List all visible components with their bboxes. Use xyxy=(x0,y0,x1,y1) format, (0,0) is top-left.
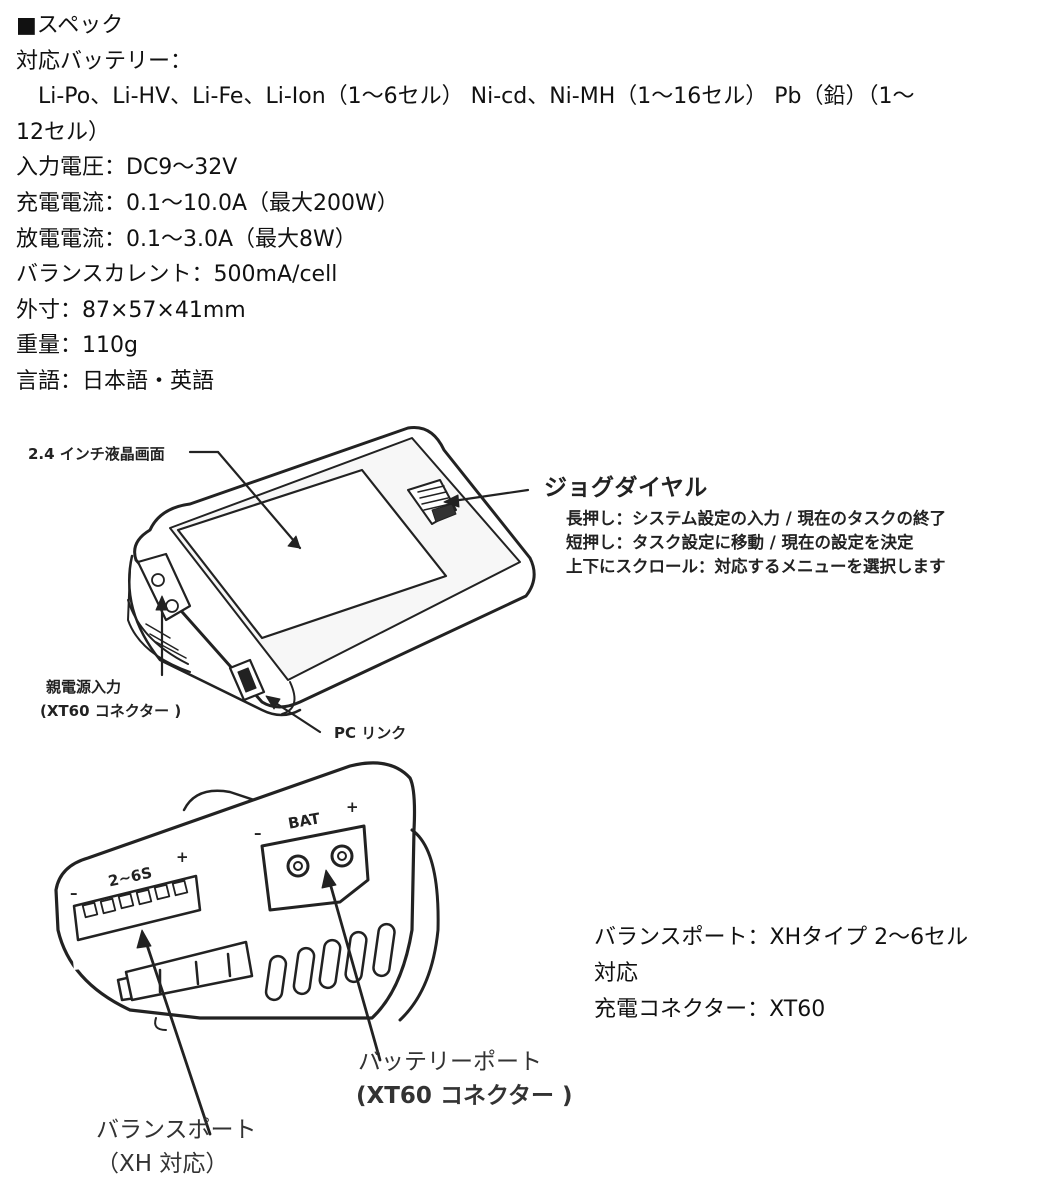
charger-illustration xyxy=(54,425,536,1136)
leader-lines-bottom xyxy=(136,869,382,1136)
battery-port-label: バッテリーポート xyxy=(358,1049,542,1075)
power-input-label: 親電源入力 xyxy=(46,678,122,696)
leader-lines-top xyxy=(155,450,530,734)
charger-back-view xyxy=(54,761,440,1031)
lcd-label: 2.4 インチ液晶画面 xyxy=(28,445,165,463)
jog-dial-title: ジョグダイヤル xyxy=(544,475,708,501)
balance-port-note-cont: 対応 xyxy=(594,961,639,986)
spec-heading: ■スペック xyxy=(16,13,124,38)
bat-plus: + xyxy=(346,798,359,816)
port-notes: バランスポート：XHタイプ 2〜6セル 対応 充電コネクター：XT60 xyxy=(594,920,1014,1028)
jog-short-press: 短押し：タスク設定に移動 / 現在の設定を決定 xyxy=(566,533,914,552)
cells-plus: + xyxy=(176,848,189,866)
spec-battery-types: Li-Po、Li-HV、Li-Fe、Li-Ion（1〜6セル） Ni-cd、Ni… xyxy=(16,84,915,110)
balance-port-type: （XH 対応） xyxy=(96,1151,229,1177)
power-input-connector: (XT60 コネクター ) xyxy=(40,702,182,720)
spec-section: ■スペック 対応バッテリー： Li-Po、Li-HV、Li-Fe、Li-Ion（… xyxy=(16,8,1026,400)
bat-minus: – xyxy=(254,824,262,842)
spec-dimensions: 外寸：87×57×41mm xyxy=(16,297,246,323)
charger-top-view xyxy=(127,425,536,717)
spec-language: 言語：日本語・英語 xyxy=(16,368,215,394)
battery-port-connector: (XT60 コネクター ) xyxy=(356,1083,573,1109)
jog-scroll: 上下にスクロール：対応するメニューを選択します xyxy=(566,557,946,576)
balance-port-note: バランスポート：XHタイプ 2〜6セル xyxy=(594,925,969,950)
spec-charge-current: 充電電流：0.1〜10.0A（最大200W） xyxy=(16,190,399,216)
balance-port-label: バランスポート xyxy=(96,1117,257,1143)
spec-input-voltage: 入力電圧：DC9〜32V xyxy=(16,155,238,181)
spec-balance-current: バランスカレント：500mA/cell xyxy=(16,262,338,288)
spec-battery-label: 対応バッテリー： xyxy=(16,48,193,74)
spec-discharge-current: 放電電流：0.1〜3.0A（最大8W） xyxy=(16,226,357,252)
jog-long-press: 長押し：システム設定の入力 / 現在のタスクの終了 xyxy=(566,509,947,528)
spec-battery-types-cont: 12セル） xyxy=(16,119,110,145)
spec-weight: 重量：110g xyxy=(16,333,138,359)
charger-figure: 2.4 インチ液晶画面 ジョグダイヤル 長押し：システム設定の入力 / 現在のタ… xyxy=(0,410,1056,1200)
charge-connector-note: 充電コネクター：XT60 xyxy=(594,997,826,1022)
pc-link-label: PC リンク xyxy=(334,724,407,742)
cells-minus: – xyxy=(70,884,78,902)
